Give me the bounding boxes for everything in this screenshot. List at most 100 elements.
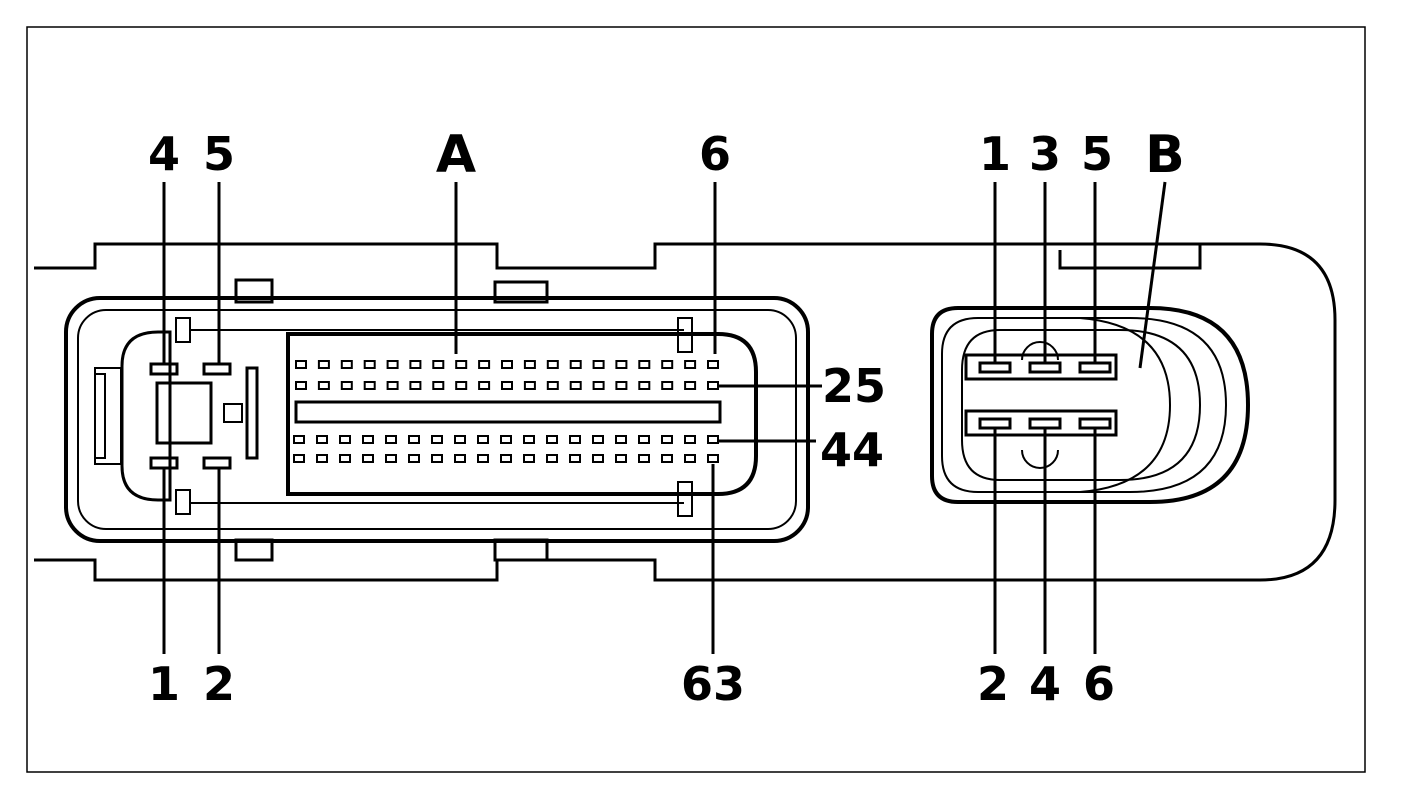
signal-pin	[339, 435, 351, 444]
signal-pin	[592, 435, 604, 444]
signal-pin	[455, 381, 468, 390]
pin-labels: 4 5 A 6 25 44 1 2 63 1 3 5 B 2 4 6	[148, 125, 1185, 711]
signal-pin	[409, 381, 422, 390]
signal-pin	[362, 454, 374, 463]
label-b-pin-6: 6	[1083, 657, 1115, 711]
signal-pin	[500, 454, 512, 463]
signal-pin	[477, 435, 489, 444]
label-connector-b: B	[1145, 125, 1185, 185]
label-a-pin-5: 5	[203, 127, 235, 181]
leader-b-letter	[1138, 181, 1167, 369]
b-pin-3	[1028, 361, 1062, 374]
label-a-pin-6: 6	[699, 127, 731, 181]
signal-pin	[615, 381, 628, 390]
signal-pin	[707, 454, 719, 463]
b-pin-5	[1078, 361, 1112, 374]
signal-pin	[295, 360, 307, 369]
label-b-pin-4: 4	[1029, 657, 1061, 711]
signal-pin	[546, 435, 558, 444]
signal-pin	[362, 435, 374, 444]
signal-pin	[638, 381, 651, 390]
signal-pin	[316, 454, 328, 463]
signal-pin	[638, 360, 651, 369]
label-b-pin-3: 3	[1029, 127, 1061, 181]
signal-pin	[432, 381, 445, 390]
signal-pin	[592, 381, 605, 390]
signal-pin	[707, 360, 719, 369]
connector-a-pin-grid	[293, 360, 719, 463]
signal-pin	[293, 454, 305, 463]
signal-pin	[408, 454, 420, 463]
signal-pin	[546, 454, 558, 463]
signal-pin	[454, 435, 466, 444]
signal-pin	[569, 454, 581, 463]
signal-pin	[339, 454, 351, 463]
signal-pin	[661, 360, 674, 369]
signal-pin	[408, 435, 420, 444]
signal-pin	[293, 435, 305, 444]
label-a-pin-25: 25	[822, 359, 886, 413]
signal-pin	[707, 381, 719, 390]
signal-pin	[501, 381, 513, 390]
signal-pin	[317, 381, 330, 390]
b-pin-4	[1028, 417, 1062, 430]
signal-pin	[295, 381, 307, 390]
signal-pin	[615, 360, 628, 369]
signal-pin	[615, 454, 627, 463]
signal-pin	[432, 360, 445, 369]
signal-pin	[501, 360, 513, 369]
signal-pin	[569, 435, 581, 444]
signal-pin	[340, 381, 353, 390]
signal-pin	[661, 381, 674, 390]
signal-pin	[363, 381, 376, 390]
signal-pin	[409, 360, 422, 369]
signal-pin	[363, 360, 376, 369]
label-a-pin-1: 1	[148, 657, 180, 711]
leader-lines	[162, 181, 1167, 654]
signal-pin	[431, 435, 443, 444]
signal-pin	[386, 381, 399, 390]
signal-pin	[569, 381, 582, 390]
signal-pin	[385, 435, 397, 444]
signal-pin	[638, 435, 650, 444]
signal-pin	[455, 360, 468, 369]
b-pin-6	[1078, 417, 1112, 430]
power-pin-4	[149, 362, 179, 376]
signal-pin	[478, 381, 491, 390]
power-pin-1	[149, 456, 179, 470]
label-connector-a: A	[436, 125, 476, 185]
label-a-pin-44: 44	[820, 423, 884, 477]
signal-pin	[684, 454, 696, 463]
b-pin-2	[978, 417, 1012, 430]
signal-pin	[592, 360, 605, 369]
signal-pin	[615, 435, 627, 444]
label-a-pin-63: 63	[681, 657, 745, 711]
signal-pin	[707, 435, 719, 444]
signal-pin	[546, 381, 559, 390]
signal-pin	[684, 435, 696, 444]
signal-pin	[431, 454, 443, 463]
signal-pin	[523, 360, 536, 369]
signal-pin	[478, 360, 491, 369]
signal-pin	[523, 454, 535, 463]
label-a-pin-2: 2	[203, 657, 235, 711]
signal-pin	[317, 360, 330, 369]
power-pin-2	[202, 456, 232, 470]
signal-pin	[661, 435, 673, 444]
signal-pin	[340, 360, 353, 369]
signal-pin	[684, 381, 697, 390]
signal-pin	[546, 360, 559, 369]
signal-pin	[661, 454, 673, 463]
power-pin-5	[202, 362, 232, 376]
connector-b-pins	[978, 361, 1112, 430]
signal-pin	[638, 454, 650, 463]
signal-pin	[385, 454, 397, 463]
signal-pin	[316, 435, 328, 444]
signal-pin	[684, 360, 697, 369]
diagram-frame	[26, 26, 1366, 773]
label-a-pin-4: 4	[148, 127, 180, 181]
signal-pin	[569, 360, 582, 369]
label-b-pin-2: 2	[977, 657, 1009, 711]
